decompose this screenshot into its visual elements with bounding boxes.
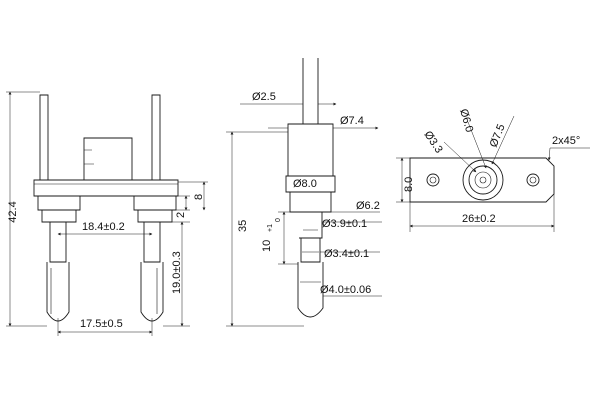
outer-leader [491, 115, 515, 165]
neck [299, 211, 323, 239]
flange [33, 179, 179, 197]
right-pin-tip [140, 262, 164, 322]
inner-label: Ø6.0 [457, 108, 475, 134]
left-hole [426, 173, 440, 187]
top-pin [302, 58, 319, 125]
center-mid [468, 165, 498, 195]
head [287, 123, 334, 177]
left-wire [39, 94, 49, 181]
chamfer-label: 2x45° [552, 135, 580, 147]
tip-spacing-label: 17.5±0.5 [80, 318, 123, 330]
right-pin-upper [143, 222, 161, 263]
inner-leader [467, 121, 487, 169]
flange-step-label: 2 [175, 212, 187, 218]
flange-height-label: 8 [193, 194, 205, 200]
body [289, 191, 332, 213]
shaft-label: Ø3.4±0.1 [324, 248, 369, 260]
shaft [300, 238, 321, 263]
pin-spacing-label: 18.4±0.2 [82, 221, 125, 233]
neck-label: Ø3.9±0.1 [322, 218, 367, 230]
boss-notch [84, 149, 94, 165]
collar-label: Ø8.0 [293, 178, 317, 190]
collar [285, 175, 336, 193]
top-pin-label: Ø2.5 [252, 91, 276, 103]
height-overall-label: 42.4 [7, 201, 19, 222]
chamfer-leader [547, 147, 590, 161]
shaft-length-ext [278, 211, 299, 265]
plate [409, 157, 555, 203]
plate-height-label: 8.0 [403, 177, 415, 192]
left-pin-tip [46, 262, 70, 322]
shaft-tol-lower: 0 [275, 218, 282, 222]
center-inner [474, 171, 492, 189]
left-hole-inner [429, 176, 437, 184]
front-view: 42.4 18.4±0.2 2 8 19.0±0.3 17.5±0.5 [6, 91, 208, 336]
right-shoulder [133, 196, 177, 211]
right-wire [151, 94, 161, 181]
center-core [479, 176, 487, 184]
shaft-lines [300, 229, 321, 283]
left-pin-upper [49, 222, 67, 263]
right-hole [526, 173, 540, 187]
right-hole-inner [529, 176, 537, 184]
side-view: Ø2.5 Ø7.4 Ø8.0 Ø6.2 Ø3.9±0.1 Ø3.4±0.1 Ø4… [226, 58, 382, 327]
left-shoulder [37, 196, 81, 211]
top-view: Ø3.3 Ø6.0 Ø7.5 2x45° 8.0 26±0.2 [396, 108, 590, 232]
right-collar [137, 210, 173, 223]
shaft-tol-upper: +1 [267, 224, 274, 232]
hole-label: Ø3.3 [422, 129, 445, 155]
pin-highlights [50, 268, 158, 314]
pin-length-label: 19.0±0.3 [171, 251, 183, 294]
plate-width-label: 26±0.2 [462, 213, 496, 225]
hole-leader [443, 141, 477, 173]
shaft-length-label: 10 [261, 240, 273, 252]
head-label: Ø7.4 [340, 115, 364, 127]
length-label: 35 [237, 220, 249, 232]
top-boss [83, 137, 133, 180]
length-ext [226, 131, 304, 327]
height-ext-lines [6, 91, 47, 327]
tip [297, 262, 324, 318]
left-collar [41, 210, 77, 223]
body-label: Ø6.2 [356, 200, 380, 212]
pin-length-ext [160, 221, 190, 327]
tip-label: Ø4.0±0.06 [320, 284, 371, 296]
